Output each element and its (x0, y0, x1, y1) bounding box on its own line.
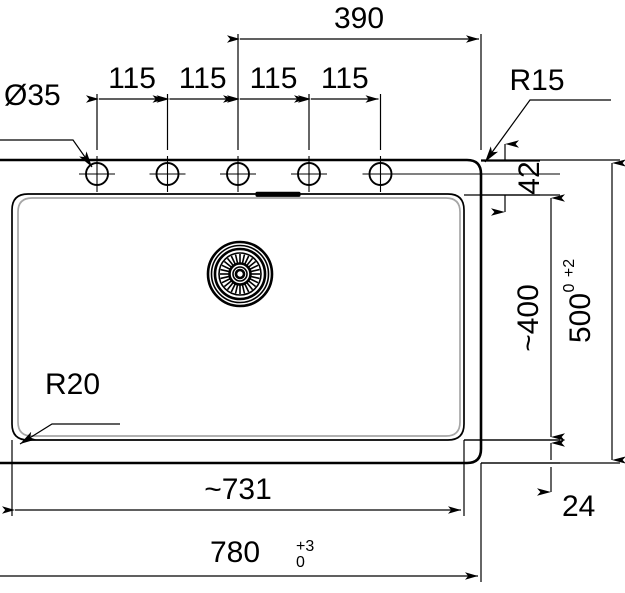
dimension-label-115-1: 115 (108, 62, 156, 95)
dimension-115-labels: 115 115 115 115 (108, 62, 369, 95)
tap-hole (220, 156, 256, 192)
dimension-label-115-3: 115 (250, 62, 298, 95)
dimension-731: ~731 (2, 440, 465, 516)
callout-diameter-35: Ø35 (0, 79, 93, 168)
sink-outer-outline (0, 158, 483, 465)
sink-bowl-outline (11, 193, 465, 441)
tap-hole (291, 156, 327, 192)
dimension-780: 780 +3 0 (0, 463, 482, 582)
overflow-slot (255, 191, 301, 197)
tap-hole (362, 156, 399, 192)
dimension-390: 390 (227, 2, 479, 43)
tap-hole (79, 156, 115, 192)
dimension-label-radius-20: R20 (45, 368, 100, 401)
dimension-400: ~400 (464, 194, 565, 441)
dimension-label-24: 24 (562, 490, 595, 523)
dimension-label-radius-15: R15 (509, 64, 564, 97)
tap-hole (149, 156, 186, 192)
drain-strainer (206, 240, 274, 308)
dimension-tolerance-780-lower: 0 (296, 554, 305, 571)
dimension-label-500: 500 (564, 293, 597, 343)
dimension-tolerance-780-upper: +3 (296, 538, 314, 555)
tap-hole-group (79, 156, 560, 192)
dimension-24: 24 (464, 439, 595, 523)
dimension-label-731: ~731 (204, 473, 272, 506)
dimension-label-42: 42 (513, 161, 546, 194)
dimension-tolerance-500-lower: 0 (561, 283, 578, 292)
dimension-label-780: 780 (210, 536, 260, 569)
dimension-label-390: 390 (334, 2, 384, 35)
dimension-tolerance-500-upper: +2 (561, 259, 578, 277)
dimension-label-400: ~400 (512, 284, 545, 352)
dimension-label-115-4: 115 (321, 62, 369, 95)
extension-lines-holes (96, 34, 482, 150)
dimension-500: 500 +2 0 (481, 159, 625, 464)
callout-radius-15: R15 (484, 64, 611, 163)
callout-radius-20: R20 (19, 368, 120, 445)
dimension-label-diameter-35: Ø35 (4, 79, 61, 112)
dimension-label-115-2: 115 (179, 62, 227, 95)
dimension-42: 42 (481, 140, 546, 216)
